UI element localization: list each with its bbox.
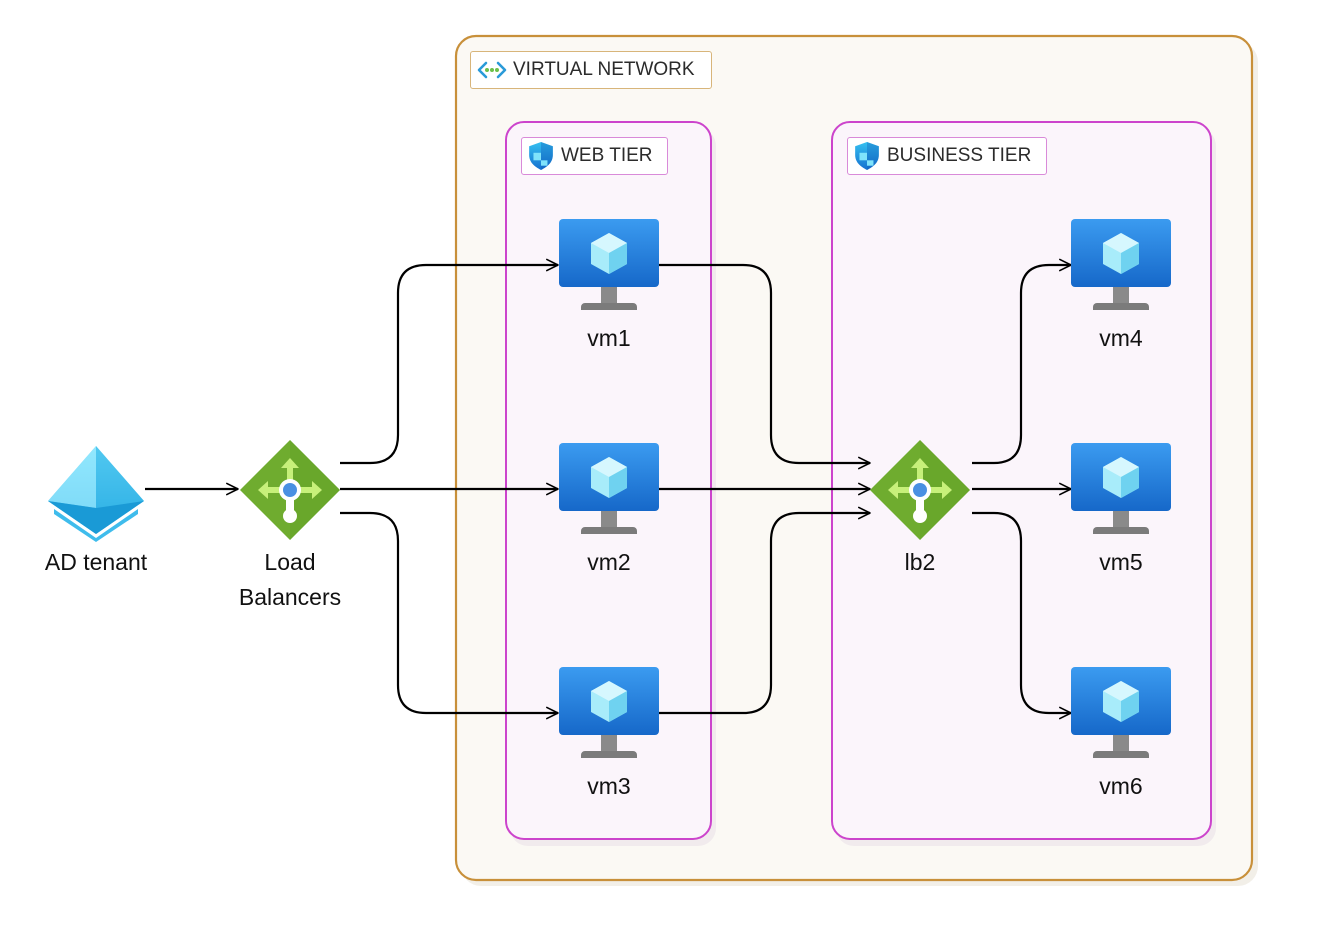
vm2-label: vm2 xyxy=(587,549,631,575)
web-tier-title: WEB TIER xyxy=(561,145,653,166)
vm1-label: vm1 xyxy=(587,325,631,351)
business-tier-title: BUSINESS TIER xyxy=(887,145,1032,166)
edge-vm1-to-lb2 xyxy=(659,263,871,470)
load-balancer-icon[interactable] xyxy=(240,440,340,540)
load-balancers-label-line2: Balancers xyxy=(238,584,342,610)
edge-lb-to-vm1 xyxy=(340,258,559,465)
edge-lb2-to-vm4 xyxy=(972,258,1072,465)
edge-lb2-to-vm6 xyxy=(972,511,1072,720)
ad-tenant-label: AD tenant xyxy=(44,549,148,575)
lb2-label: lb2 xyxy=(904,549,936,575)
business-tier-label: BUSINESS TIER xyxy=(847,137,1047,175)
edges xyxy=(145,258,1072,720)
virtual-network-icon xyxy=(477,61,507,79)
edge-vm3-to-lb2 xyxy=(659,506,871,715)
load-balancers-label-line1: Load xyxy=(264,549,316,575)
azure-ad-icon[interactable] xyxy=(48,446,144,542)
virtual-network-title: VIRTUAL NETWORK xyxy=(513,59,695,80)
vm4-label: vm4 xyxy=(1099,325,1143,351)
edge-lb-to-vm3 xyxy=(340,511,559,720)
web-tier-label: WEB TIER xyxy=(521,137,668,175)
shield-icon xyxy=(529,142,553,170)
vm6-label: vm6 xyxy=(1099,773,1143,799)
vm5-label: vm5 xyxy=(1099,549,1143,575)
vm3-label: vm3 xyxy=(587,773,631,799)
shield-icon xyxy=(855,142,879,170)
virtual-network-label: VIRTUAL NETWORK xyxy=(470,51,712,89)
